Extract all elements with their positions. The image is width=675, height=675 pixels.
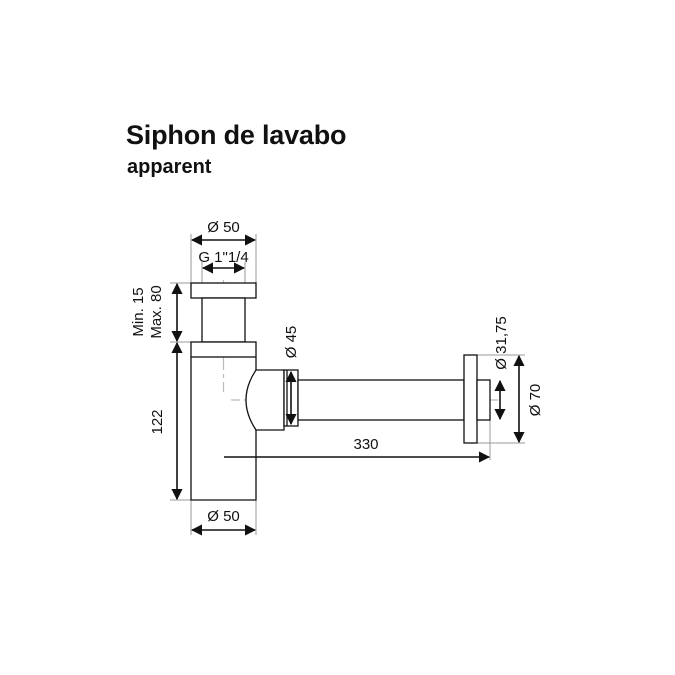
siphon-body: [190, 282, 491, 501]
dim-bottom-diameter: Ø 50: [207, 508, 240, 525]
dim-extension-min: Min. 15: [130, 287, 147, 336]
dimension-lines: [171, 234, 525, 536]
drawing-title: Siphon de lavabo: [126, 120, 347, 150]
dim-thread: G 1"1/4: [198, 249, 248, 266]
dim-extension-max: Max. 80: [148, 285, 165, 338]
dim-outlet-diameter: Ø 45: [283, 326, 300, 359]
dim-rosette-diameter: Ø 70: [527, 384, 544, 417]
body-collar: [190, 341, 257, 358]
dim-wall-pipe-length: 330: [353, 436, 378, 453]
wall-rosette: [463, 354, 478, 444]
outlet-bowl: [245, 369, 285, 431]
wall-pipe: [297, 379, 465, 421]
dim-body-height: 122: [149, 409, 166, 434]
body-cylinder: [190, 357, 257, 501]
wall-spigot: [476, 379, 491, 421]
dim-pipe-diameter: Ø 31,75: [493, 316, 510, 369]
dim-top-diameter: Ø 50: [207, 219, 240, 236]
top-cap: [190, 282, 257, 299]
drawing-subtitle: apparent: [127, 156, 212, 178]
extension-tube: [201, 297, 246, 343]
